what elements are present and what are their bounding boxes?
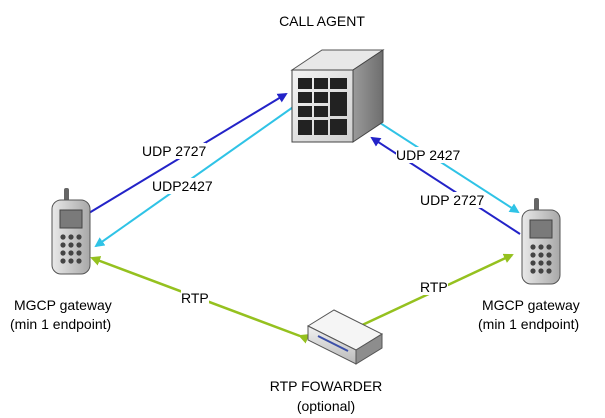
rtp-forwarder-label-line1: RTP FOWARDER (269, 378, 383, 394)
link-label-left-udp-2427: UDP2427 (152, 178, 213, 194)
server-tower-icon (290, 49, 385, 143)
link-label-right-udp-2427: UDP 2427 (396, 147, 461, 163)
link-label-rtp-left: RTP (181, 290, 209, 306)
rtp-forwarder-label-line2: (optional) (296, 398, 356, 414)
link-label-left-udp-2727: UDP 2727 (142, 143, 207, 159)
link-label-rtp-right: RTP (420, 279, 448, 295)
mobile-phone-icon (51, 188, 91, 275)
call-agent-label: CALL AGENT (279, 13, 365, 29)
gateway-right-label-line2: (min 1 endpoint) (478, 316, 580, 332)
network-box-icon (306, 309, 384, 365)
gateway-left-label-line1: MGCP gateway (14, 297, 112, 313)
link-left-udp-2427 (94, 104, 297, 248)
gateway-right-label-line1: MGCP gateway (482, 297, 580, 313)
gateway-left-label-line2: (min 1 endpoint) (10, 316, 112, 332)
link-label-right-udp-2727: UDP 2727 (420, 192, 485, 208)
mobile-phone-icon (521, 198, 561, 285)
rtp-connections (90, 253, 514, 344)
